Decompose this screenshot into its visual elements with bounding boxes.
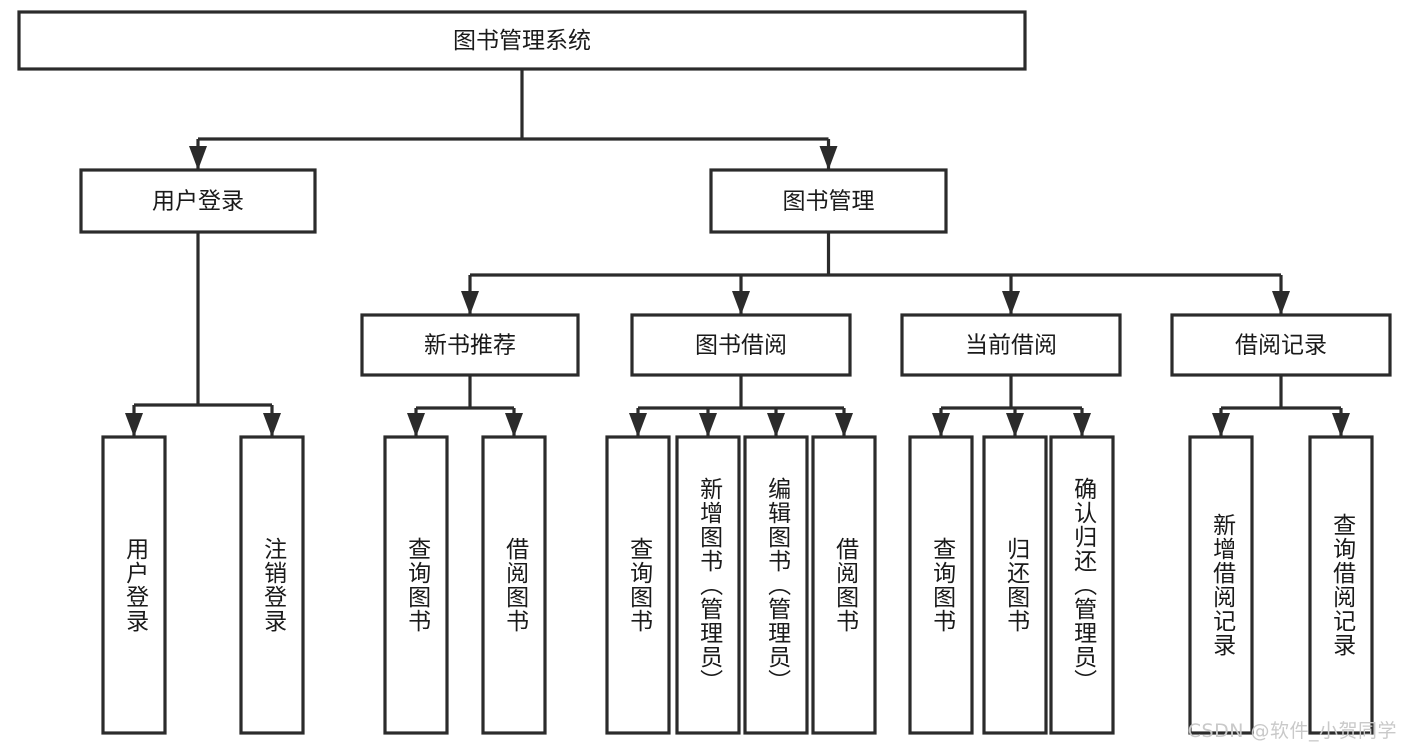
node-book-manage[interactable]: [709, 168, 948, 234]
node-layer: [17, 10, 1392, 735]
node-label-book-manage: 图书管理: [783, 189, 875, 215]
node-leaf-query-book-3[interactable]: [908, 435, 974, 735]
arrowhead-icon-leaf-borrow-book-1: [505, 413, 523, 437]
node-label-book-borrow: 图书借阅: [695, 333, 787, 359]
node-leaf-return-book[interactable]: [982, 435, 1048, 735]
arrowhead-icon-leaf-query-book-2: [629, 413, 647, 437]
arrowhead-icon-book-borrow: [732, 291, 750, 315]
arrowhead-icon-borrow-record: [1272, 291, 1290, 315]
arrowhead-icon-user-login: [189, 146, 207, 170]
arrowhead-icon-book-manage: [819, 146, 838, 170]
arrowhead-icon-leaf-borrow-book-2: [835, 413, 853, 437]
arrowhead-icon-leaf-query-book-1: [407, 413, 425, 437]
node-root[interactable]: [17, 10, 1027, 71]
node-leaf-add-record[interactable]: [1188, 435, 1254, 735]
node-user-login[interactable]: [79, 168, 317, 234]
arrowhead-icon-leaf-query-book-3: [932, 413, 950, 437]
node-label-borrow-record: 借阅记录: [1235, 333, 1327, 359]
node-leaf-confirm-return[interactable]: [1049, 435, 1115, 735]
node-leaf-query-book-2[interactable]: [605, 435, 671, 735]
arrowhead-icon-leaf-user-login: [125, 413, 143, 437]
arrowhead-icon-current-borrow: [1002, 291, 1020, 315]
node-current-borrow[interactable]: [900, 313, 1122, 377]
node-leaf-query-record[interactable]: [1308, 435, 1374, 735]
node-label-root: 图书管理系统: [453, 28, 591, 54]
arrowhead-icon-leaf-query-record: [1332, 413, 1350, 437]
node-leaf-logout[interactable]: [239, 435, 305, 735]
node-leaf-user-login[interactable]: [101, 435, 167, 735]
arrowhead-icon-leaf-add-record: [1212, 413, 1230, 437]
arrowhead-icon-leaf-return-book: [1006, 413, 1024, 437]
arrowhead-icon-leaf-confirm-return: [1073, 413, 1091, 437]
node-leaf-edit-book[interactable]: [743, 435, 809, 735]
node-leaf-borrow-book-2[interactable]: [811, 435, 877, 735]
node-label-new-book-rec: 新书推荐: [424, 333, 516, 359]
watermark: CSDN @软件_小贺同学: [1187, 720, 1397, 742]
node-leaf-borrow-book-1[interactable]: [481, 435, 547, 735]
arrowhead-icon-leaf-logout: [263, 413, 281, 437]
arrowhead-icon-leaf-add-book: [699, 413, 717, 437]
node-book-borrow[interactable]: [630, 313, 852, 377]
node-label-current-borrow: 当前借阅: [965, 333, 1057, 359]
arrowhead-icon-leaf-edit-book: [767, 413, 785, 437]
node-borrow-record[interactable]: [1170, 313, 1392, 377]
arrowhead-icon-new-book-rec: [461, 291, 479, 315]
node-leaf-query-book-1[interactable]: [383, 435, 449, 735]
connector-layer: [125, 69, 1350, 437]
node-label-user-login: 用户登录: [152, 189, 244, 215]
node-leaf-add-book[interactable]: [675, 435, 741, 735]
node-new-book-rec[interactable]: [360, 313, 580, 377]
